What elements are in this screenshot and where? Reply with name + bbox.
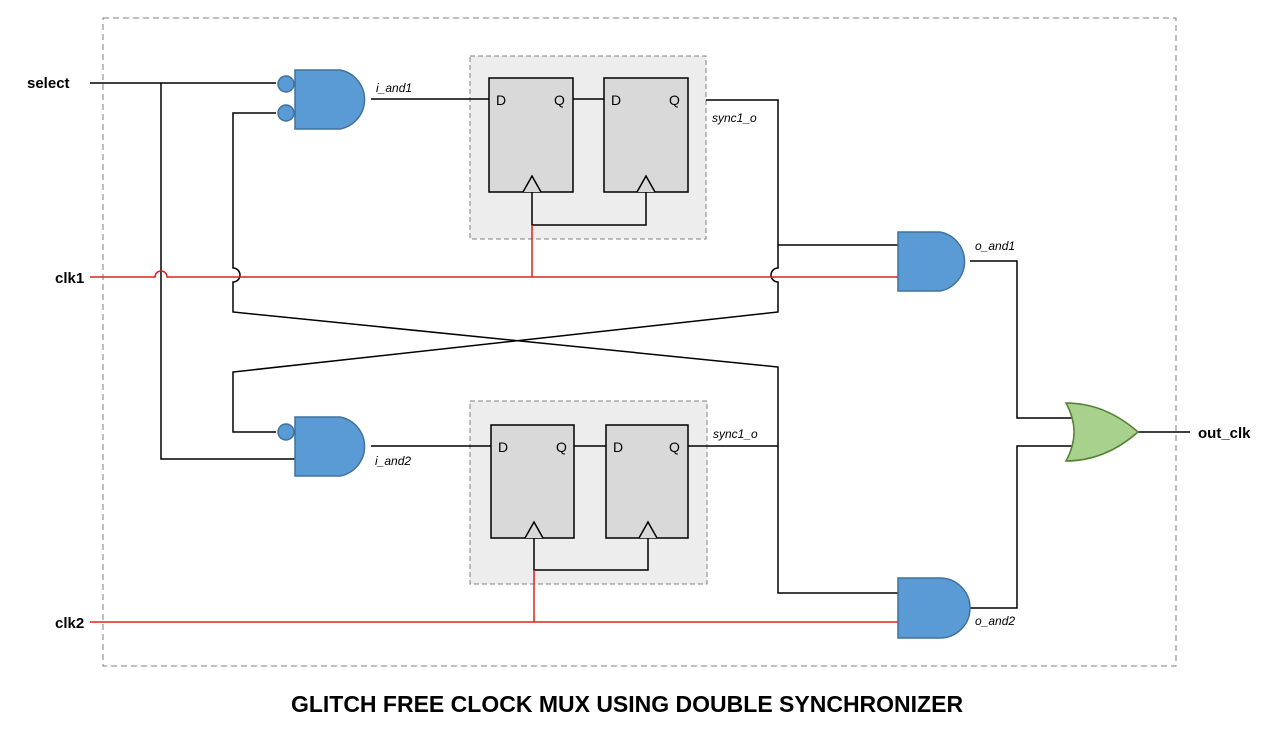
net-label-o-and2: o_and2 [975, 614, 1015, 628]
wire-o-and1 [970, 260, 1074, 419]
and-gate-2 [294, 416, 366, 477]
pin-q-bottom-1: Q [556, 439, 567, 455]
and-gate-out-1 [897, 231, 966, 292]
flip-flop-bottom-1 [490, 424, 575, 539]
net-label-sync1-o-bottom: sync1_o [713, 427, 758, 441]
clock-input-triangle-bottom-2 [638, 520, 658, 539]
label-clk2: clk2 [55, 615, 84, 632]
flip-flop-top-2 [603, 77, 689, 193]
and-gate-out-2 [897, 577, 971, 639]
net-label-i-and1: i_and1 [376, 81, 412, 95]
wire-o-and2 [970, 445, 1074, 609]
inverter-bubble-select [277, 75, 295, 93]
label-select: select [27, 75, 70, 92]
and-gate-1 [294, 69, 366, 130]
inverter-bubble-feedback-2 [277, 423, 295, 441]
net-label-i-and2: i_and2 [375, 454, 411, 468]
clock-tree-top [531, 192, 647, 226]
pin-d-top-1: D [496, 92, 506, 108]
pin-q-bottom-2: Q [669, 439, 680, 455]
net-label-o-and1: o_and1 [975, 239, 1015, 253]
pin-q-top-2: Q [669, 92, 680, 108]
diagram-title: GLITCH FREE CLOCK MUX USING DOUBLE SYNCH… [291, 691, 964, 717]
net-label-sync1-o-top: sync1_o [712, 111, 757, 125]
pin-d-bottom-1: D [498, 439, 508, 455]
flip-flop-top-1 [488, 77, 574, 193]
pin-d-bottom-2: D [613, 439, 623, 455]
label-clk1: clk1 [55, 270, 84, 287]
pin-q-top-1: Q [554, 92, 565, 108]
pin-d-top-2: D [611, 92, 621, 108]
flip-flop-bottom-2 [605, 424, 689, 539]
clock-tree-bottom [533, 538, 649, 571]
wire-clk1 [90, 270, 898, 278]
clock-input-triangle-bottom-1 [524, 520, 544, 539]
wire-select-down [160, 83, 296, 460]
label-out-clk: out_clk [1198, 425, 1251, 442]
clock-input-triangle-top-1 [522, 174, 542, 193]
inverter-bubble-feedback [277, 104, 295, 122]
or-gate [1064, 402, 1140, 462]
clock-input-triangle-top-2 [636, 174, 656, 193]
